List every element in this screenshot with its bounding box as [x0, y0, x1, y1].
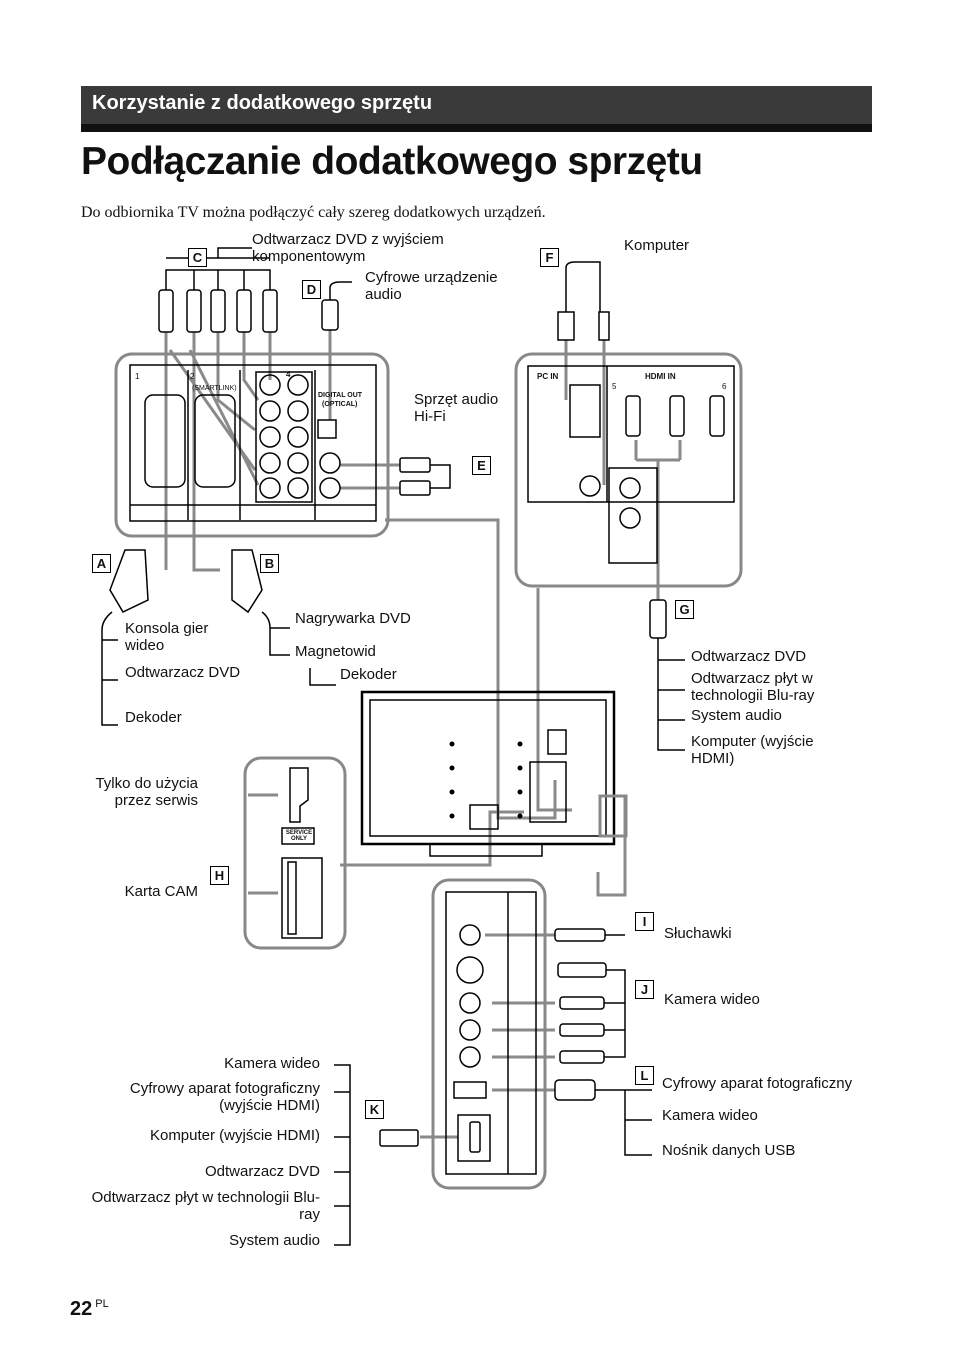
label-computer: Komputer — [624, 237, 690, 254]
label-g-dvd: Odtwarzacz DVD — [691, 648, 807, 665]
label-a-dvd: Odtwarzacz DVD — [125, 664, 241, 681]
label-cam: Karta CAM — [124, 883, 198, 900]
page-lang: PL — [95, 1298, 109, 1311]
label-g-pc: Komputer (wyjście HDMI) — [691, 733, 814, 767]
badge-h: H — [210, 866, 229, 885]
label-k-camera: Cyfrowy aparat fotograficzny (wyjście HD… — [129, 1080, 320, 1114]
page-number-value: 22 — [70, 1298, 93, 1320]
badge-f: F — [540, 248, 559, 267]
label-g-bluray: Odtwarzacz płyt w technologii Blu-ray — [691, 670, 815, 704]
badge-a: A — [92, 554, 111, 573]
service-only-label: SERVICE ONLY — [285, 830, 313, 842]
panel-label-4: 4 — [286, 370, 291, 379]
panel-label-5: 5 — [612, 382, 617, 391]
label-j-camcorder: Kamera wideo — [664, 991, 760, 1008]
label-b-recorder: Nagrywarka DVD — [295, 610, 411, 627]
section-header: Korzystanie z dodatkowego sprzętu — [81, 86, 872, 132]
page-title: Podłączanie dodatkowego sprzętu — [81, 140, 703, 183]
pc-in-label: PC IN — [537, 372, 559, 381]
badge-k: K — [365, 1100, 384, 1119]
badge-e: E — [472, 456, 491, 475]
badge-g: G — [675, 600, 694, 619]
badge-j: J — [635, 980, 654, 999]
label-i-headphones: Słuchawki — [664, 925, 732, 942]
panel-label-1: 1 — [135, 372, 140, 381]
intro-text: Do odbiornika TV można podłączyć cały sz… — [81, 204, 546, 221]
label-a-decoder: Dekoder — [125, 709, 182, 726]
label-k-audio: System audio — [229, 1232, 320, 1249]
smartlink-label: (SMARTLINK) — [192, 385, 237, 392]
label-k-camcorder: Kamera wideo — [224, 1055, 320, 1072]
label-digital-audio: Cyfrowe urządzenie audio — [365, 269, 498, 303]
label-b-vcr: Magnetowid — [295, 643, 376, 660]
label-k-pc: Komputer (wyjście HDMI) — [149, 1127, 320, 1144]
label-hifi: Sprzęt audio Hi-Fi — [414, 391, 499, 425]
label-k-bluray: Odtwarzacz płyt w technologii Blu-ray — [91, 1189, 320, 1223]
label-g-audio: System audio — [691, 707, 782, 724]
badge-l: L — [635, 1066, 654, 1085]
label-dvd-component: Odtwarzacz DVD z wyjściem komponentowym — [252, 231, 444, 265]
label-b-decoder: Dekoder — [340, 666, 397, 683]
badge-c: C — [188, 248, 207, 267]
label-l-camera: Cyfrowy aparat fotograficzny — [662, 1075, 853, 1092]
badge-d: D — [302, 280, 321, 299]
optical-label: (OPTICAL) — [322, 401, 358, 408]
label-service: Tylko do użycia przez serwis — [95, 775, 198, 809]
panel-label-2: 2 — [190, 372, 195, 381]
badge-b: B — [260, 554, 279, 573]
digital-out-label: DIGITAL OUT — [318, 392, 363, 399]
section-header-text: Korzystanie z dodatkowego sprzętu — [92, 92, 433, 114]
label-k-dvd: Odtwarzacz DVD — [204, 1163, 320, 1180]
label-l-usb: Nośnik danych USB — [662, 1142, 796, 1159]
hdmi-in-label: HDMI IN — [645, 372, 676, 381]
panel-label-6: 6 — [722, 382, 727, 391]
label-a-game: Konsola gier wideo — [125, 620, 209, 654]
badge-i: I — [635, 912, 654, 931]
label-l-camcorder: Kamera wideo — [662, 1107, 758, 1124]
